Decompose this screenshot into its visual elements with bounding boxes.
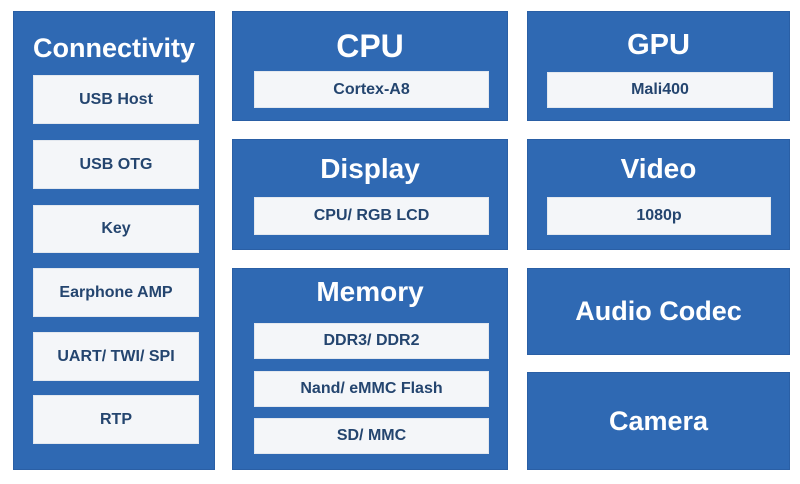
display-title: Display bbox=[320, 153, 420, 184]
video-item-1080p: 1080p bbox=[547, 197, 771, 235]
gpu-item-mali400: Mali400 bbox=[547, 72, 773, 108]
connectivity-item-earphone-amp: Earphone AMP bbox=[33, 268, 199, 317]
memory-title: Memory bbox=[316, 276, 424, 307]
connectivity-title: Connectivity bbox=[32, 33, 196, 63]
memory-block: Memory DDR3/ DDR2 Nand/ eMMC Flash SD/ M… bbox=[232, 268, 508, 470]
memory-item-sd-mmc: SD/ MMC bbox=[254, 418, 489, 454]
video-block: Video 1080p bbox=[527, 139, 790, 250]
connectivity-block: Connectivity USB Host USB OTG Key Earpho… bbox=[13, 11, 215, 470]
connectivity-item-key: Key bbox=[33, 205, 199, 253]
gpu-title: GPU bbox=[627, 29, 690, 61]
camera-block: Camera bbox=[527, 372, 790, 470]
cpu-title: CPU bbox=[336, 28, 404, 64]
display-item-cpu-rgb-lcd: CPU/ RGB LCD bbox=[254, 197, 489, 235]
connectivity-item-uart-twi-spi: UART/ TWI/ SPI bbox=[33, 332, 199, 381]
cpu-block: CPU Cortex-A8 bbox=[232, 11, 508, 121]
memory-item-ddr3-ddr2: DDR3/ DDR2 bbox=[254, 323, 489, 359]
connectivity-item-usb-host: USB Host bbox=[33, 75, 199, 124]
memory-item-nand-emmc-flash: Nand/ eMMC Flash bbox=[254, 371, 489, 407]
display-block: Display CPU/ RGB LCD bbox=[232, 139, 508, 250]
audio-codec-block: Audio Codec bbox=[527, 268, 790, 355]
gpu-block: GPU Mali400 bbox=[527, 11, 790, 121]
camera-title: Camera bbox=[608, 405, 709, 436]
video-title: Video bbox=[620, 153, 697, 184]
connectivity-item-rtp: RTP bbox=[33, 395, 199, 444]
audio-codec-title: Audio Codec bbox=[575, 296, 742, 326]
cpu-item-cortex-a8: Cortex-A8 bbox=[254, 71, 489, 108]
connectivity-item-usb-otg: USB OTG bbox=[33, 140, 199, 189]
